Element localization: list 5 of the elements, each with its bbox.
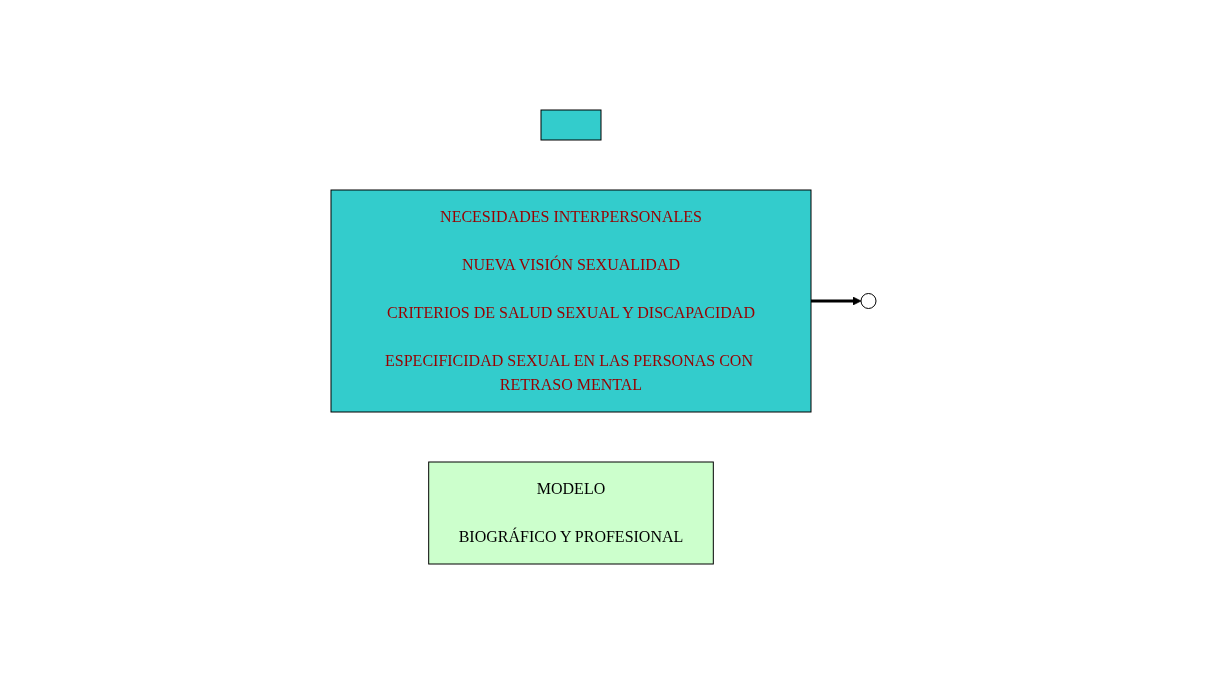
node-box: NECESIDADES INTERPERSONALES NUEVA VISIÓN SEXUALIDAD CRITERIOS DE SALUD SEXUAL Y DISCAPACIDAD ESPECIFICIDAD SEXUAL EN LAS PERSONAS CON RETRASO MENTAL [330,189,812,413]
arrow [811,296,862,306]
node-box: MODELO BIOGRÁFICO Y PROFESIONAL [428,461,714,565]
node-ellipse [860,293,877,309]
node-box [540,109,602,141]
